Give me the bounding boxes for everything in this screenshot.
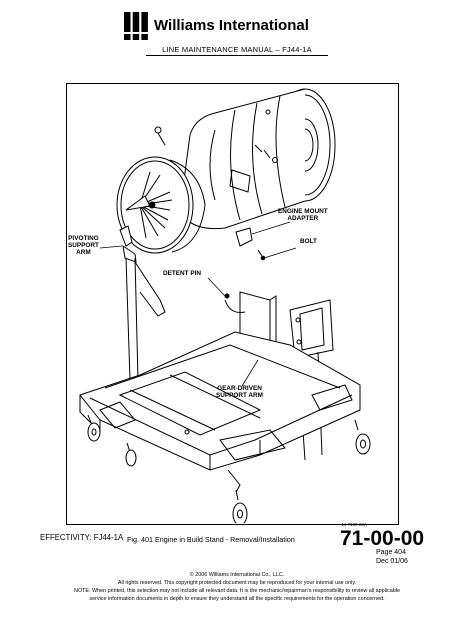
callout-detent-pin: DETENT PIN (163, 270, 201, 277)
callout-line: ARM (76, 248, 91, 256)
pivoting-support-arm-drawing (119, 225, 166, 381)
figure-caption: Fig. 401 Engine in Build Stand - Removal… (127, 535, 295, 544)
note-line: service information documents in depth t… (89, 596, 385, 602)
note-line: NOTE: When printed, this selection may n… (74, 588, 400, 594)
caster-wheels-drawing (87, 414, 371, 523)
revision-date: Dec 01/06 (376, 558, 408, 565)
header-rule (146, 55, 328, 56)
manual-title: LINE MAINTENANCE MANUAL – FJ44-1A (162, 45, 312, 54)
engine-casing-drawing (154, 88, 306, 230)
company-name: Williams International (154, 17, 309, 34)
callout-line: SUPPORT (68, 241, 99, 249)
effectivity: EFFECTIVITY: FJ44-1A (40, 533, 124, 542)
rights-line: All rights reserved. This copyright prot… (117, 580, 357, 586)
callout-bolt: BOLT (300, 238, 317, 245)
figure-number: 44-7100-24A (341, 522, 368, 527)
callout-line: SUPPORT ARM (216, 391, 263, 399)
figure-frame (66, 83, 399, 525)
callout-line: ADAPTER (287, 214, 319, 222)
williams-logo (124, 12, 148, 40)
mount-adapter-drawing (235, 227, 266, 261)
callout-gear-driven-support-arm: GEAR-DRIVEN SUPPORT ARM (216, 385, 263, 400)
chapter-number: 71-00-00 (340, 527, 425, 550)
registered-mark: ® (143, 35, 147, 41)
page-number: Page 404 (376, 549, 406, 556)
callout-line: ENGINE MOUNT (278, 208, 328, 215)
callout-pivoting-support-arm: PIVOTING SUPPORT ARM (68, 235, 99, 257)
copyright-line: © 2006 Williams International Co., LLC. (189, 572, 285, 578)
engine-build-stand-illustration (79, 88, 371, 523)
stand-frame-drawing (79, 331, 361, 471)
leader-lines-drawing (99, 221, 297, 387)
callout-engine-mount-adapter: ENGINE MOUNT ADAPTER (278, 208, 328, 223)
engine-fan-inlet-drawing (116, 156, 206, 254)
callout-line: PIVOTING (68, 235, 99, 242)
callout-line: GEAR-DRIVEN (217, 385, 262, 392)
